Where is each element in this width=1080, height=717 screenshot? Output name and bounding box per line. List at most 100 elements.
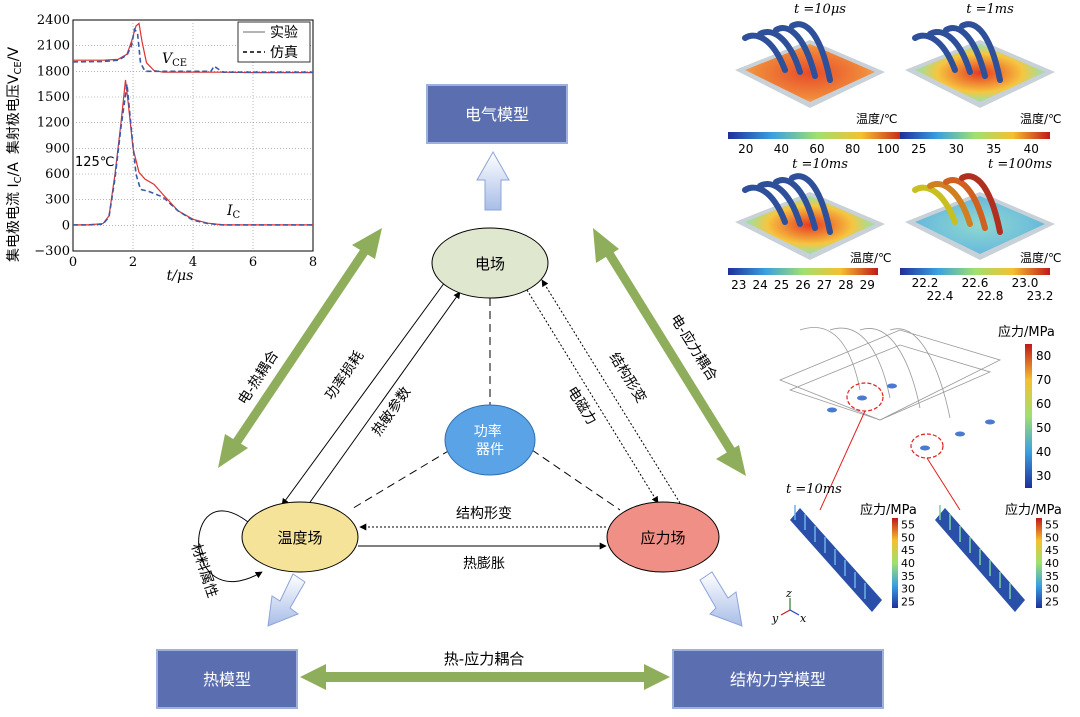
colorbar-tick: 25 bbox=[911, 142, 926, 156]
stress-field-node: 应力场 bbox=[606, 501, 720, 573]
thermal-panel-time: t =10ms bbox=[792, 157, 848, 172]
colorbar-tick: 30 bbox=[901, 583, 915, 596]
colorbar-tick: 35 bbox=[901, 570, 915, 583]
stress-detail-right-label: 应力/MPa bbox=[1005, 502, 1062, 518]
thermal-colorbar bbox=[728, 132, 906, 139]
thermal-colorbar bbox=[900, 268, 1050, 275]
chart-y-tick: 0 bbox=[62, 218, 70, 233]
colorbar-tick: 40 bbox=[1045, 557, 1059, 570]
colorbar-tick: 25 bbox=[774, 278, 789, 292]
thermal-params-arrow bbox=[307, 291, 461, 506]
colorbar-tick: 23.0 bbox=[1012, 276, 1039, 290]
thermal-panel-unit: 温度/℃ bbox=[850, 250, 892, 265]
series-line-exp bbox=[73, 79, 313, 226]
colorbar-tick: 40 bbox=[1036, 445, 1051, 459]
colorbar-tick: 80 bbox=[1036, 349, 1051, 363]
core-to-thermal-line bbox=[349, 449, 451, 511]
material-property-loop bbox=[198, 510, 263, 583]
colorbar-tick: 80 bbox=[845, 142, 860, 156]
stress-detail-left-colorbar bbox=[892, 518, 898, 608]
axis-z: z bbox=[785, 587, 792, 600]
colorbar-tick: 23 bbox=[731, 278, 746, 292]
chart-legend: 实验 仿真 bbox=[237, 21, 311, 63]
chart-y-tick: 900 bbox=[45, 141, 70, 156]
axis-y: y bbox=[771, 612, 779, 625]
annotation-vce: VCE bbox=[162, 51, 187, 69]
deformation-upper-label: 结构形变 bbox=[606, 350, 649, 406]
colorbar-tick: 25 bbox=[1045, 596, 1059, 609]
chart-y-tick: 300 bbox=[45, 193, 70, 208]
colorbar-tick: 50 bbox=[1045, 531, 1059, 544]
colorbar-tick: 22.8 bbox=[977, 289, 1004, 303]
chart-y-tick: 1200 bbox=[37, 116, 70, 131]
arrow-to-electrical-model bbox=[476, 150, 510, 211]
colorbar-tick: 55 bbox=[1045, 518, 1059, 531]
thermo-stress-coupling-arrow bbox=[300, 664, 670, 690]
stress-panel-time: t =10ms bbox=[786, 482, 842, 497]
colorbar-tick: 30 bbox=[949, 142, 964, 156]
colorbar-tick: 22.2 bbox=[912, 276, 939, 290]
chart-x-tick: 8 bbox=[309, 255, 317, 270]
stress-detail-right-colorbar bbox=[1036, 518, 1042, 608]
axis-x: x bbox=[800, 612, 807, 625]
chart-ylabel-top-unit: /V bbox=[6, 47, 22, 62]
chart-grid bbox=[73, 20, 313, 251]
thermal-panel-unit: 温度/℃ bbox=[856, 111, 898, 126]
arrow-to-structural-model bbox=[699, 571, 743, 627]
colorbar-tick: 28 bbox=[838, 278, 853, 292]
electrical-model-box: 电气模型 bbox=[426, 84, 568, 144]
thermal-colorbar bbox=[728, 268, 878, 275]
electro-stress-label: 电-应力耦合 bbox=[667, 311, 721, 384]
chart-ylabel-bottom-unit: /A bbox=[6, 162, 22, 177]
chart-x-tick: 0 bbox=[69, 255, 77, 270]
power-device-core: 功率 器件 bbox=[444, 404, 536, 476]
colorbar-tick: 55 bbox=[901, 518, 915, 531]
colorbar-tick: 100 bbox=[877, 142, 900, 156]
thermal-panel-time: t =100ms bbox=[988, 157, 1052, 172]
stress-main-colorbar bbox=[1025, 344, 1032, 488]
chart-y-tick: 2100 bbox=[37, 39, 70, 54]
chart-lines bbox=[72, 22, 313, 226]
chart-x-tick: 6 bbox=[249, 255, 257, 270]
chart-ylabel-bottom: 集电极电流 I bbox=[5, 183, 22, 262]
electric-field-label: 电场 bbox=[475, 255, 505, 273]
electric-field-node: 电场 bbox=[431, 227, 549, 299]
axis-triad: z y x bbox=[771, 587, 807, 625]
chart-y-tick: −300 bbox=[34, 244, 70, 259]
colorbar-tick: 30 bbox=[1045, 583, 1059, 596]
chart-ylabel-top-sub: CE bbox=[13, 61, 24, 74]
series-line-sim bbox=[72, 27, 313, 73]
annotation-temp: 125℃ bbox=[75, 155, 114, 170]
colorbar-tick: 27 bbox=[817, 278, 832, 292]
thermal-model-label: 热模型 bbox=[203, 670, 251, 689]
chart-y-tick: 1500 bbox=[37, 90, 70, 105]
colorbar-tick: 24 bbox=[753, 278, 768, 292]
chart-ylabel: 集电极电流 IC/A集射极电压VCE/V bbox=[5, 47, 24, 262]
colorbar-tick: 25 bbox=[901, 596, 915, 609]
legend-exp-label: 实验 bbox=[270, 25, 298, 41]
thermal-field-label: 温度场 bbox=[277, 529, 322, 547]
colorbar-tick: 50 bbox=[901, 531, 915, 544]
thermal-panel-unit: 温度/℃ bbox=[1020, 250, 1062, 265]
structural-model-box: 结构力学模型 bbox=[672, 649, 884, 709]
colorbar-tick: 35 bbox=[1045, 570, 1059, 583]
structural-model-label: 结构力学模型 bbox=[730, 670, 826, 689]
electro-thermal-coupling-arrow bbox=[218, 228, 382, 468]
colorbar-tick: 22.4 bbox=[927, 289, 954, 303]
chart-y-tick: 1800 bbox=[37, 64, 70, 79]
core-to-stress-line bbox=[531, 449, 621, 511]
thermo-stress-label: 热-应力耦合 bbox=[444, 650, 524, 668]
colorbar-tick: 60 bbox=[1036, 397, 1051, 411]
annotation-ic: IC bbox=[226, 203, 241, 221]
chart-y-tick: 600 bbox=[45, 167, 70, 182]
